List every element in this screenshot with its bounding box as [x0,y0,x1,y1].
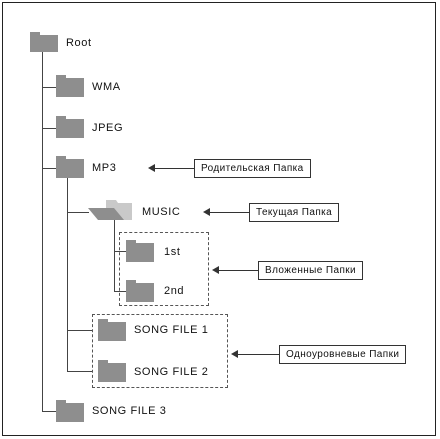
branch-1st [114,251,126,252]
parent-folder-callout: Родительская Папка [194,159,311,178]
mp3-folder-icon [56,156,84,178]
branch-jpeg [42,128,56,129]
song1-label: SONG FILE 1 [134,324,209,336]
arrow-left-icon [148,164,155,172]
branch-mp3 [42,168,56,169]
music-label: MUSIC [142,206,181,218]
current-folder-callout: Текущая Папка [249,203,340,222]
song3-label: SONG FILE 3 [92,405,167,417]
mp3-trunk-line [67,177,68,372]
arrow-left-icon [212,266,219,274]
branch-music [67,212,89,213]
root-folder-icon [30,32,58,52]
branch-song2 [67,371,93,372]
root-trunk-line [42,48,43,412]
diagram-frame [2,2,436,436]
branch-song3 [42,411,56,412]
current-arrow-line [209,212,249,213]
music-trunk-line [114,220,115,292]
song3-folder-icon [56,400,84,422]
sub2-label: 2nd [164,285,185,297]
song2-label: SONG FILE 2 [134,366,209,378]
song1-folder-icon [98,319,126,341]
mp3-label: MP3 [92,162,117,174]
branch-wma [42,87,56,88]
nested-folders-box [119,232,209,306]
wma-label: WMA [92,81,121,93]
open-folder-icon [88,200,132,220]
same-level-arrow-line [237,354,279,355]
arrow-left-icon [203,208,210,216]
wma-folder-icon [56,75,84,97]
sub1-folder-icon [126,240,154,262]
parent-arrow-line [154,168,194,169]
nested-folders-callout: Вложенные Папки [258,261,364,280]
branch-song1 [67,330,93,331]
branch-2nd [114,291,126,292]
jpeg-folder-icon [56,116,84,138]
jpeg-label: JPEG [92,122,124,134]
same-level-box [92,314,228,388]
same-level-callout: Одноуровневые Папки [279,345,407,364]
root-label: Root [66,37,92,49]
nested-arrow-line [218,270,258,271]
sub2-folder-icon [126,280,154,302]
song2-folder-icon [98,360,126,382]
sub1-label: 1st [164,246,181,258]
arrow-left-icon [231,350,238,358]
